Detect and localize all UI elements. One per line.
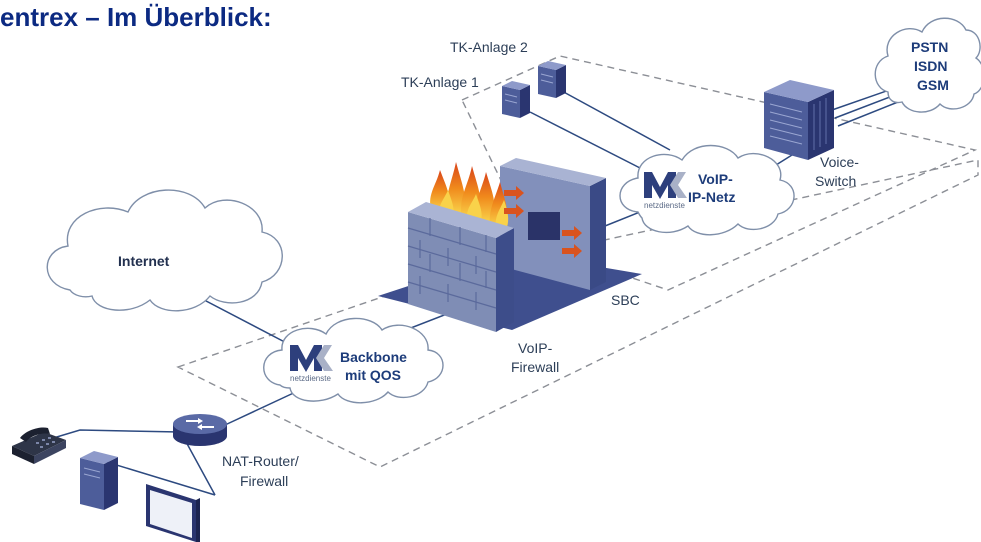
sbc-wall-side: [590, 178, 606, 290]
netzdienste-label-backbone: netzdienste: [290, 374, 331, 383]
brick-pattern: [407, 218, 497, 310]
tk-anlage-2-server: [538, 61, 566, 98]
pstn-cloud: PSTN ISDN GSM: [874, 17, 981, 113]
internet-label: Internet: [118, 253, 170, 269]
pc-tower-icon: [80, 451, 118, 510]
wire-tk1-voip: [529, 111, 641, 169]
wire-router-lan: [184, 439, 216, 496]
wire-tk2-voip: [559, 89, 671, 151]
nat-router-label-line2: Firewall: [240, 473, 288, 489]
voice-switch: [764, 80, 834, 160]
voip-netz-label-line1: VoIP-: [698, 171, 733, 187]
wire-switch-pstn-3: [837, 101, 899, 127]
monitor-icon: [146, 484, 200, 542]
wire-switch-pstn-2: [834, 94, 896, 119]
mk-logo-backbone: netzdienste: [290, 345, 333, 383]
internet-cloud: Internet: [46, 189, 283, 312]
tk-anlage-1-label: TK-Anlage 1: [401, 74, 479, 90]
voip-ip-netz-cloud: netzdienste VoIP- IP-Netz: [619, 144, 795, 236]
wire-lan-server: [99, 459, 216, 496]
tk-anlage-2-label: TK-Anlage 2: [450, 39, 528, 55]
firewall-wall-top: [408, 202, 514, 238]
backbone-cloud: netzdienste Backbone mit QOS: [263, 317, 444, 404]
nat-router-icon: [173, 414, 227, 446]
isdn-label: ISDN: [914, 58, 947, 74]
page-title: entrex – Im Überblick:: [0, 2, 272, 32]
voice-switch-label-line2: Switch: [815, 173, 856, 189]
netzdienste-label-voip: netzdienste: [644, 201, 685, 210]
gsm-label: GSM: [917, 77, 949, 93]
firewall-flames: [430, 162, 509, 230]
sbc-wall-top: [500, 158, 606, 186]
mk-logo-voip: netzdienste: [644, 172, 687, 210]
voip-firewall-label-line2: Firewall: [511, 359, 559, 375]
voip-firewall-label-line1: VoIP-: [518, 340, 553, 356]
nat-router-label-line1: NAT-Router/: [222, 453, 299, 469]
tk-anlage-1-server: [502, 81, 530, 118]
wire-switch-pstn-1: [831, 87, 896, 111]
wire-backbone-router: [224, 389, 301, 426]
backbone-label-line1: Backbone: [340, 349, 407, 365]
voip-netz-label-line2: IP-Netz: [688, 189, 735, 205]
backbone-label-line2: mit QOS: [345, 367, 401, 383]
firewall-wall-side: [496, 228, 514, 332]
voip-firewall-sbc: [378, 158, 642, 332]
pstn-label: PSTN: [911, 39, 948, 55]
traffic-arrows: [504, 186, 582, 258]
sbc-label: SBC: [611, 292, 640, 308]
dashed-zone-voip: [461, 55, 978, 291]
desk-phone-icon: [12, 427, 66, 464]
voice-switch-label-line1: Voice-: [820, 154, 859, 170]
sbc-port: [528, 212, 560, 240]
wire-sbc-voip: [599, 211, 641, 229]
